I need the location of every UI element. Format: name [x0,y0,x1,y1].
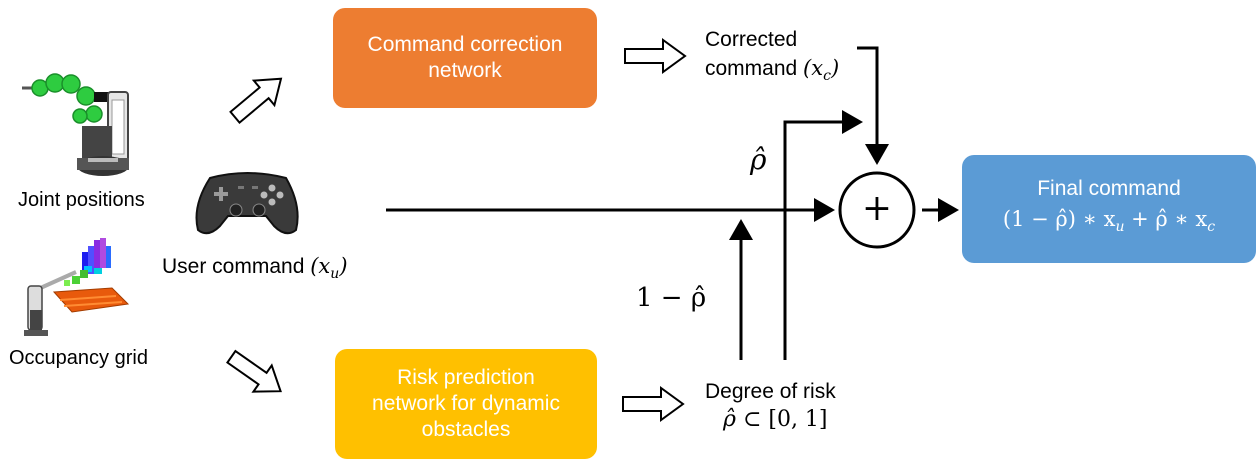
risk-line-2: network for dynamic [372,392,560,415]
joint-positions-label: Joint positions [18,189,145,211]
command-correction-network: Command correction network [333,8,597,108]
robot-arm-icon [22,73,129,176]
corrected-line-2: command (xc) [705,56,840,85]
degree-of-risk-line-1: Degree of risk [705,380,836,403]
occupancy-grid-label: Occupancy grid [9,347,148,369]
gamepad-icon [195,172,299,235]
correction-line-1: Command correction [367,33,563,56]
user-command-label: User command (xu) [162,254,348,286]
sum-symbol: + [861,188,893,229]
signal-lines [386,46,959,360]
risk-prediction-network: Risk prediction network for dynamic obst… [335,349,597,459]
sum-junction-icon [838,171,916,249]
user-command-math: (xu) [310,254,348,283]
degree-of-risk-label: Degree of risk ρ̂ ⊂ [0, 1] [705,378,836,434]
final-command-title: Final command [1037,176,1181,200]
one-minus-rho-weight-label: 1 − ρ̂ [636,283,707,313]
correction-line-2: network [428,59,502,82]
user-command-text: User command [162,255,305,278]
corrected-line-1: Corrected [705,28,798,51]
rho-hat-weight-label: ρ̂ [750,143,767,176]
final-command-formula: (1 − ρ̂) ∗ xu + ρ̂ ∗ xc [1002,206,1216,236]
final-command-box: Final command (1 − ρ̂) ∗ xu + ρ̂ ∗ xc [962,155,1256,263]
occupancy-grid-icon [24,238,130,336]
risk-line-1: Risk prediction [397,366,535,389]
degree-of-risk-line-2: ρ̂ ⊂ [0, 1] [723,407,828,432]
hollow-arrow-icon [226,38,687,422]
risk-line-3: obstacles [421,418,511,441]
corrected-command-label: Corrected command (xc) [705,26,839,90]
